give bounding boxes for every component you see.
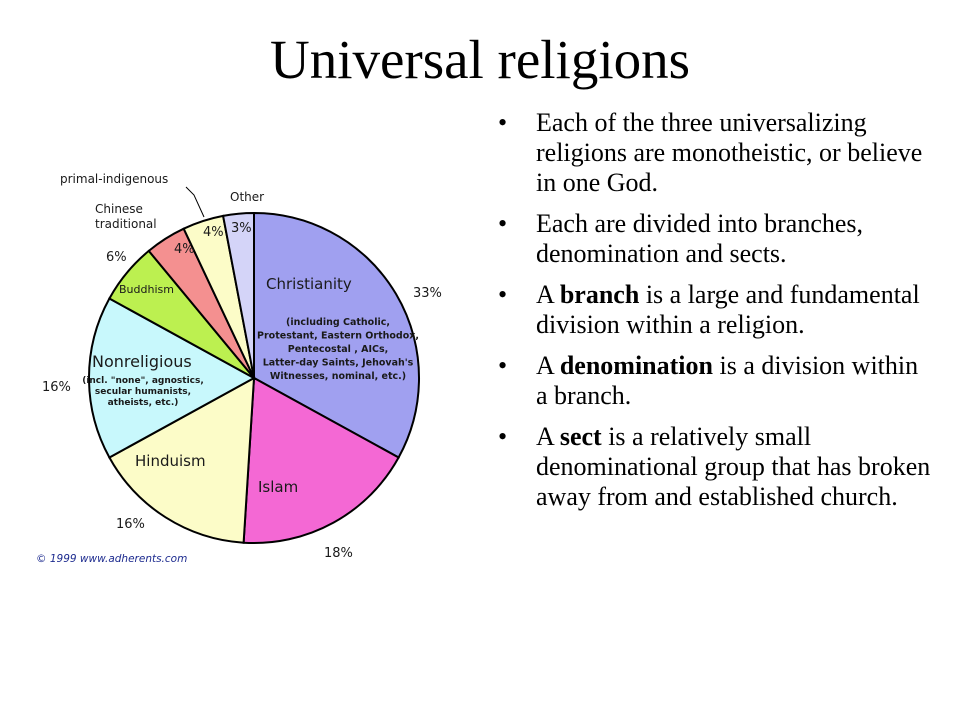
slice-note-christianity: Protestant, Eastern Orthodox, [257, 331, 419, 342]
pie-slice-hinduism [108, 376, 256, 544]
bullet-marker: • [498, 422, 508, 451]
leader-line-primal-indigenous [185, 186, 205, 218]
bullet-text: is a division within a branch. [536, 351, 919, 410]
slice-label-hinduism: Hinduism [135, 452, 206, 470]
religions-pie-chart: Christianity (including Catholic, Protesta… [28, 165, 468, 575]
slice-percent-hinduism: 16% [116, 517, 145, 532]
slice-label-islam: Islam [258, 478, 298, 496]
bullet-term: sect [559, 422, 602, 451]
bullet-item: • Each are divided into branches, denomin… [496, 209, 936, 269]
slice-note-christianity: Latter-day Saints, Jehovah's [263, 358, 414, 369]
chart-source-credit: © 1999 www.adherents.com [36, 553, 188, 565]
bullet-list: • Each of the three universalizing religi… [496, 108, 936, 523]
bullet-text: Each of the three universalizing religio… [536, 108, 923, 197]
slice-label-chinese-traditional: traditional [95, 217, 157, 231]
slice-label-primal-indigenous: primal-indigenous [60, 172, 168, 186]
bullet-marker: • [498, 351, 508, 380]
slice-note-nonreligious: secular humanists, [95, 387, 191, 397]
bullet-marker: • [498, 108, 508, 137]
slice-label-other: Other [230, 190, 264, 204]
slice-label-nonreligious: Nonreligious [92, 352, 192, 371]
slice-percent-other: 3% [231, 221, 252, 236]
slice-label-chinese-traditional: Chinese [95, 202, 143, 216]
bullet-text: is a large and fundamental division with… [536, 280, 920, 339]
bullet-marker: • [498, 280, 508, 309]
slide-title: Universal religions [269, 29, 691, 90]
slice-note-nonreligious: atheists, etc.) [108, 398, 179, 408]
slice-note-nonreligious: (incl. "none", agnostics, [82, 376, 204, 386]
slice-label-christianity: Christianity [266, 275, 352, 293]
pie-chart-svg: Christianity (including Catholic, Protesta… [42, 172, 442, 561]
pie-slice-nonreligious [87, 297, 257, 459]
bullet-text: Each are divided into branches, denomina… [536, 209, 864, 268]
bullet-term: branch [559, 280, 640, 309]
bullet-item: • A branch is a large and fundamental div… [496, 280, 936, 340]
bullet-term: denomination [559, 351, 713, 380]
bullet-text: A [536, 280, 560, 309]
bullet-item: • A denomination is a division within a b… [496, 351, 936, 411]
bullet-text: A [536, 422, 560, 451]
slice-label-buddhism: Buddhism [119, 283, 174, 296]
pie-slice-other [221, 211, 255, 379]
slice-percent-nonreligious: 16% [42, 380, 71, 395]
slice-note-christianity: Witnesses, nominal, etc.) [270, 371, 406, 382]
slice-note-christianity: Pentecostal , AICs, [288, 344, 389, 355]
bullet-text: is a relatively small denominational gro… [536, 422, 931, 511]
pie-slice-christianity [253, 211, 420, 459]
pie-slice-islam [242, 376, 400, 545]
slice-percent-primal-indigenous: 4% [203, 225, 224, 240]
slice-percent-islam: 18% [324, 546, 353, 561]
bullet-marker: • [498, 209, 508, 238]
slice-percent-buddhism: 6% [106, 250, 127, 265]
bullet-item: • A sect is a relatively small denominati… [496, 422, 936, 512]
slice-note-christianity: (including Catholic, [286, 317, 390, 328]
bullet-item: • Each of the three universalizing religi… [496, 108, 936, 198]
slice-percent-christianity: 33% [413, 286, 442, 301]
bullet-text: A [536, 351, 560, 380]
slice-percent-chinese-traditional: 4% [174, 242, 195, 257]
